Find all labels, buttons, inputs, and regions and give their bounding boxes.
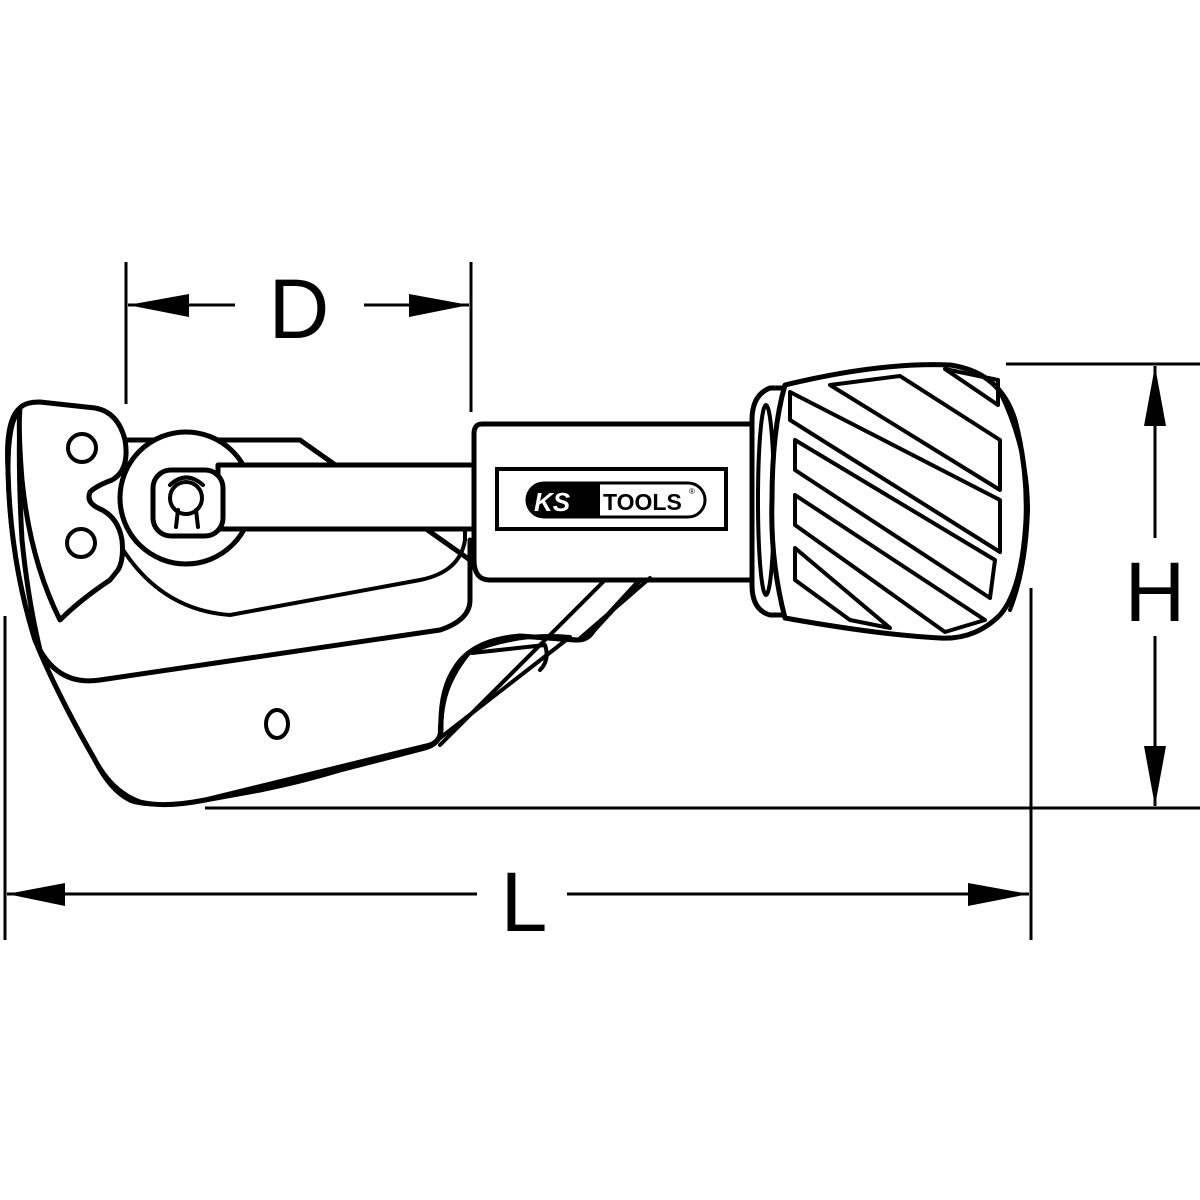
arrow-down-icon — [1144, 746, 1166, 806]
pipe-cutter-body: KS TOOLS ® — [5, 362, 1030, 808]
axle-clip — [168, 475, 205, 529]
logo-ks-text: KS — [534, 487, 571, 517]
dimension-l: L — [3, 588, 1033, 949]
logo-tools-text: TOOLS — [603, 489, 682, 515]
upper-jaw — [16, 399, 129, 623]
blade-tip — [437, 634, 572, 740]
dimension-d: D — [124, 262, 473, 412]
dimension-label-h: H — [1125, 545, 1186, 639]
arrow-left-icon — [7, 883, 65, 906]
dimension-h: H — [205, 362, 1200, 810]
axle-circle — [168, 480, 204, 516]
rivet-hole-lower — [65, 527, 97, 559]
dimension-label-d: D — [269, 262, 330, 356]
ks-tools-logo: KS TOOLS ® — [525, 481, 707, 519]
arrow-up-icon — [1144, 366, 1166, 426]
arrow-right-icon — [968, 883, 1029, 906]
rivet-hole-frame — [264, 708, 290, 740]
blade-edge — [470, 643, 549, 672]
knob-end-rim — [998, 390, 1030, 612]
arrow-right-icon — [409, 294, 469, 317]
rivet-hole-upper — [66, 432, 98, 464]
arrow-left-icon — [128, 294, 189, 317]
knob-knurling — [788, 367, 1002, 634]
logo-registered-mark: ® — [689, 487, 695, 496]
c-frame — [5, 407, 643, 808]
roller-bar — [215, 462, 479, 532]
jaw-inner-curve — [118, 463, 467, 617]
axle-holder — [150, 467, 226, 539]
dimension-label-l: L — [501, 855, 548, 949]
